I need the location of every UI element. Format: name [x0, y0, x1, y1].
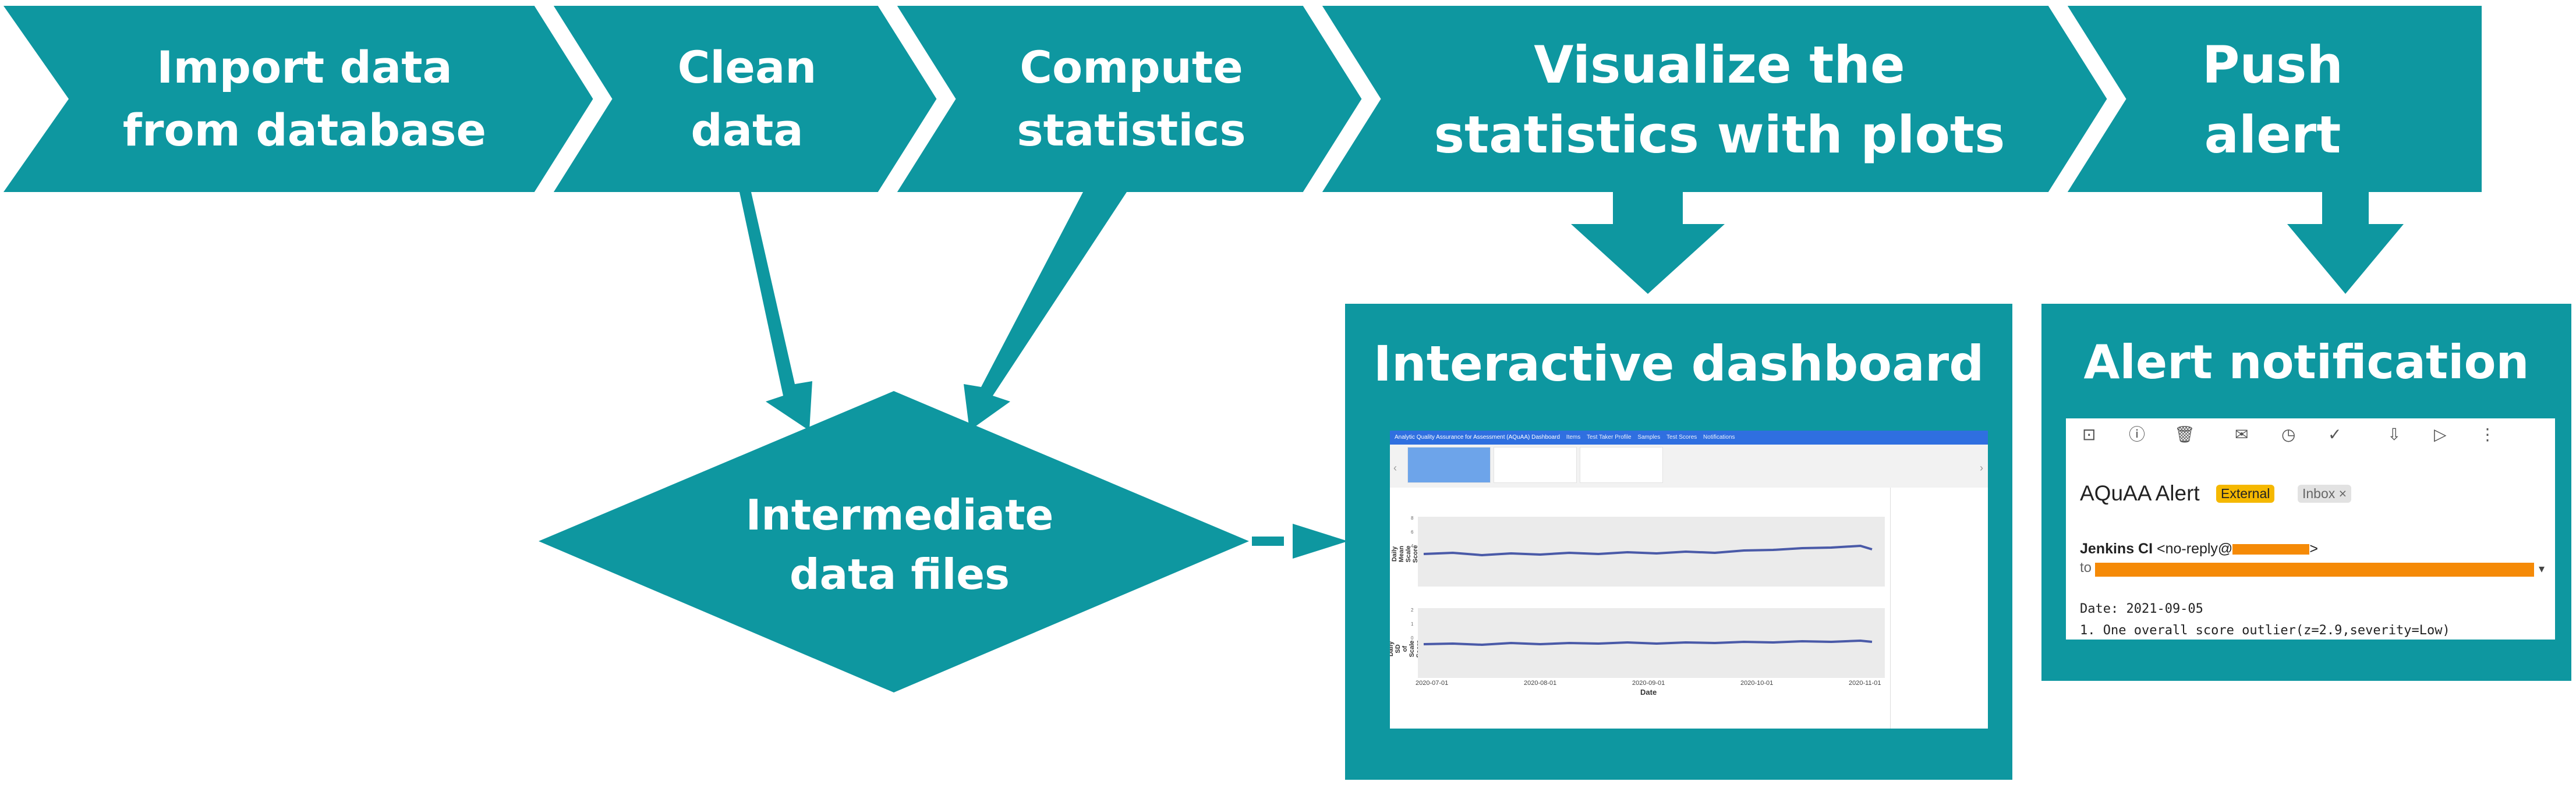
x-axis-label: Date	[1640, 688, 1657, 697]
step-import-line2: from database	[123, 104, 486, 156]
step-compute-line1: Compute	[1020, 41, 1243, 93]
more-options-icon[interactable]: ⋮	[2479, 425, 2496, 443]
step-alert-line2: alert	[2205, 105, 2341, 165]
sender-name: Jenkins CI	[2080, 541, 2153, 557]
step-import-chevron	[3, 6, 606, 192]
connector-arrowhead	[1293, 524, 1348, 559]
external-badge: External	[2216, 485, 2275, 503]
chevron-separators	[533, 0, 2126, 203]
dashboard-nav-profile[interactable]: Test Taker Profile	[1587, 434, 1632, 441]
step-clean-line1: Clean	[678, 41, 817, 93]
step-compute-chevron	[888, 6, 1374, 192]
plot1-y-label: Daily Mean Scale Score	[1391, 545, 1419, 563]
x-tick-label: 2020-08-01	[1524, 680, 1557, 687]
delete-icon[interactable]: 🗑	[2174, 425, 2195, 443]
label-icon[interactable]: ▷	[2434, 425, 2447, 443]
chevron-right-icon[interactable]: ›	[1980, 462, 1983, 474]
step-visualize-line2: statistics with plots	[1434, 105, 2005, 165]
dashboard-nav-samples[interactable]: Samples	[1637, 434, 1661, 441]
connector-dash-segment	[1252, 537, 1284, 546]
dashboard-nav-items[interactable]: Items	[1566, 434, 1581, 441]
step-visualize-chevron	[1313, 6, 2119, 192]
step-compute-line2: statistics	[1017, 104, 1245, 156]
alert-title: Alert notification	[2083, 335, 2529, 389]
email-body-line: 1. One overall score outlier(z=2.9,sever…	[2080, 623, 2450, 638]
step-clean-chevron	[544, 6, 949, 192]
intermediate-line2: data files	[790, 550, 1010, 599]
alert-email-screenshot: ⊡ ⓘ 🗑 ✉ ◷ ✓ ⇩ ▷ ⋮ AQuAA Alert External I…	[2066, 418, 2555, 640]
dashboard-side-panel	[1890, 488, 1988, 729]
chevron-left-icon[interactable]: ‹	[1393, 462, 1397, 474]
sender-address-suffix: >	[2309, 541, 2318, 557]
step-alert-line1: Push	[2202, 35, 2343, 95]
arrow-alert-to-notification	[2287, 192, 2404, 294]
dashboard-app-bar: Analytic Quality Assurance for Assessmen…	[1390, 431, 1988, 445]
mark-unread-icon[interactable]: ✉	[2235, 425, 2249, 443]
archive-icon[interactable]: ⊡	[2082, 425, 2096, 443]
arrow-visualize-to-dashboard	[1571, 192, 1725, 294]
dashboard-card[interactable]	[1407, 447, 1491, 483]
dashboard-nav-scores[interactable]: Test Scores	[1666, 434, 1697, 441]
redaction-bar	[2232, 544, 2310, 555]
dashboard-card[interactable]	[1580, 447, 1663, 483]
dashboard-card-strip: ‹ ›	[1390, 445, 1988, 488]
arrow-clean-to-files	[707, 192, 812, 431]
dashboard-app-title: Analytic Quality Assurance for Assessmen…	[1395, 434, 1561, 441]
report-spam-icon[interactable]: ⓘ	[2129, 425, 2146, 443]
plot-daily-mean	[1418, 517, 1885, 587]
step-alert-chevron	[2058, 6, 2482, 192]
sender-address-prefix: <no-reply@	[2157, 541, 2233, 557]
snooze-icon[interactable]: ◷	[2281, 425, 2296, 443]
dashboard-nav-notifications[interactable]: Notifications	[1703, 434, 1735, 441]
plot-daily-sd	[1418, 608, 1885, 678]
arrow-compute-to-files	[964, 192, 1127, 431]
email-recipient-label: to	[2080, 560, 2092, 576]
move-to-icon[interactable]: ⇩	[2387, 425, 2401, 443]
step-clean-line2: data	[691, 104, 803, 156]
dashboard-card[interactable]	[1494, 447, 1577, 483]
x-tick-label: 2020-07-01	[1416, 680, 1449, 687]
step-import-line1: Import data	[157, 41, 452, 93]
x-tick-label: 2020-11-01	[1849, 680, 1881, 687]
inbox-label-chip[interactable]: Inbox ×	[2298, 485, 2352, 503]
x-tick-label: 2020-10-01	[1740, 680, 1774, 687]
dashboard-screenshot: Analytic Quality Assurance for Assessmen…	[1390, 431, 1988, 729]
email-subject: AQuAA Alert	[2080, 481, 2200, 505]
email-date-line: Date: 2021-09-05	[2080, 602, 2203, 616]
x-tick-label: 2020-09-01	[1632, 680, 1665, 687]
intermediate-line1: Intermediate	[746, 491, 1054, 539]
redaction-bar	[2095, 563, 2534, 577]
intermediate-files-diamond	[539, 391, 1249, 692]
step-visualize-line1: Visualize the	[1534, 35, 1905, 95]
email-toolbar: ⊡ ⓘ 🗑 ✉ ◷ ✓ ⇩ ▷ ⋮	[2066, 418, 2555, 451]
plot2-series-line	[1423, 639, 1873, 647]
email-sender: Jenkins CI <no-reply@ >	[2080, 541, 2318, 557]
chevron-down-icon[interactable]: ▾	[2539, 563, 2545, 576]
dashboard-title: Interactive dashboard	[1373, 335, 1984, 392]
add-task-icon[interactable]: ✓	[2328, 425, 2342, 443]
plot1-series-line	[1423, 544, 1873, 557]
